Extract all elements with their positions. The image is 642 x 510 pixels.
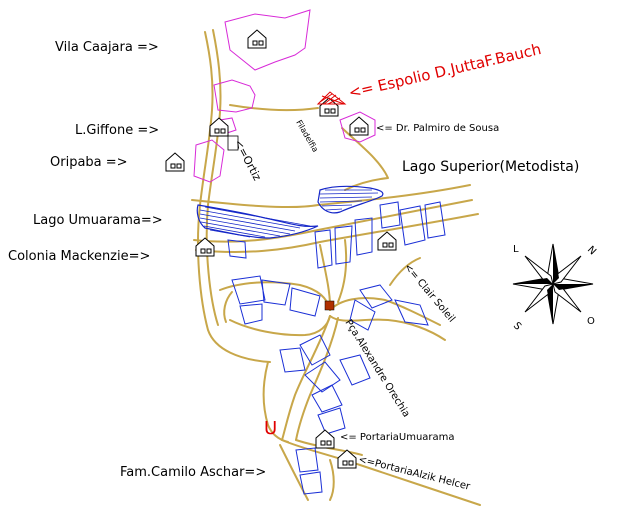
map-labels: Vila Caajara => <= Espolio D.JuttaF.Bauc…: [8, 40, 579, 493]
lago-umuarama-water: [196, 204, 319, 239]
ortiz-arrow-box: [227, 135, 239, 151]
blue-lots: [227, 201, 446, 495]
house-icon[interactable]: [319, 97, 339, 117]
label-portaria-alzik: <=PortariaAlzik Helcer: [357, 454, 472, 493]
label-colonia-mackenzie: Colonia Mackenzie=>: [8, 249, 150, 264]
lakes: [196, 185, 384, 239]
house-icon[interactable]: [349, 116, 369, 136]
house-icon[interactable]: [209, 117, 229, 137]
label-l-giffone: L.Giffone =>: [75, 123, 159, 138]
label-pca-alexandre: Pça.Alexandre Orechia: [342, 318, 411, 420]
label-portaria-umuarama: <= PortariaUmuarama: [340, 432, 455, 443]
house-icon[interactable]: [337, 449, 357, 469]
label-lago-superior: Lago Superior(Metodista): [402, 159, 579, 175]
label-espolio: <= Espolio D.JuttaF.Bauch: [347, 40, 543, 102]
label-filadelfia: Filadelfia: [294, 119, 320, 154]
label-vila-caajara: Vila Caajara =>: [55, 40, 159, 55]
label-entrance-u: U: [264, 418, 277, 439]
house-icon[interactable]: [195, 237, 215, 257]
label-dr-palmiro: <= Dr. Palmiro de Sousa: [376, 123, 499, 134]
house-icon[interactable]: [165, 152, 185, 172]
label-ortiz: <=Ortiz: [231, 137, 264, 183]
house-markers: [165, 29, 397, 469]
house-icon[interactable]: [315, 429, 335, 449]
compass-s: S: [511, 320, 523, 332]
label-oripaba: Oripaba =>: [50, 155, 128, 170]
compass-o: O: [587, 316, 595, 327]
compass-n: N: [585, 244, 598, 257]
house-icon[interactable]: [247, 29, 267, 49]
house-icon[interactable]: [377, 231, 397, 251]
espolio-red-marker: [316, 91, 347, 105]
label-lago-umuarama: Lago Umuarama=>: [33, 213, 163, 228]
lago-superior-water: [317, 185, 384, 214]
compass-rose: L N S O: [511, 243, 598, 333]
label-fam-camilo: Fam.Camilo Aschar=>: [120, 465, 266, 480]
compass-l: L: [513, 244, 519, 255]
praca-marker[interactable]: [324, 300, 335, 311]
label-clair-soleil: <= Clair Soleil: [402, 262, 457, 325]
